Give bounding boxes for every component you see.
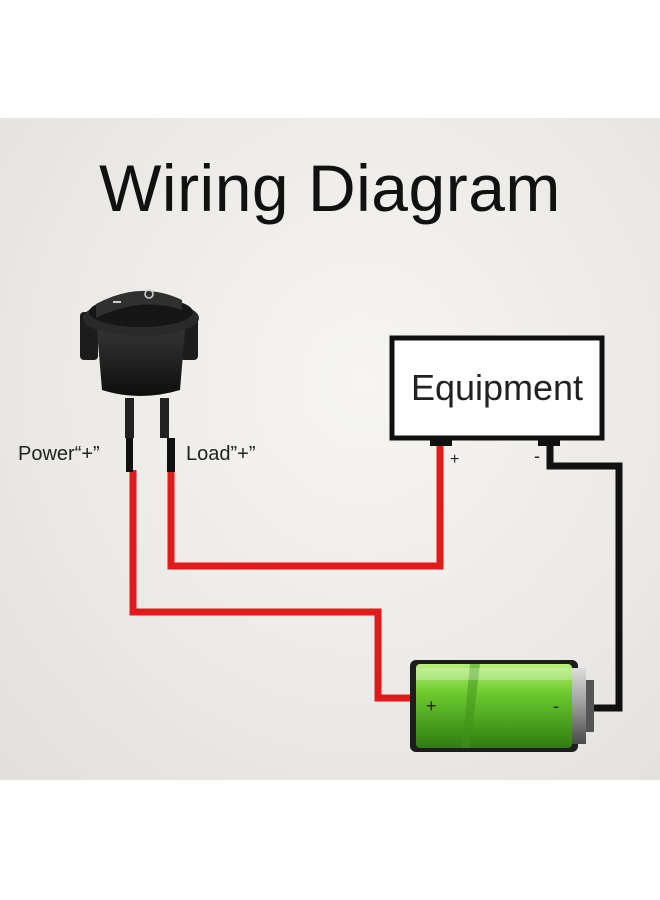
battery-plus-terminal: + (426, 696, 437, 716)
equipment-plus-terminal: + (450, 451, 459, 468)
power-label: Power“+” (18, 443, 100, 465)
power-wire (129, 470, 414, 702)
negative-wire (546, 446, 623, 712)
battery-icon: + - (410, 660, 594, 752)
equipment-box: Equipment (389, 335, 605, 446)
equipment-minus-terminal: - (534, 446, 540, 466)
page-title: Wiring Diagram (99, 151, 561, 225)
battery-minus-terminal: - (553, 696, 559, 716)
load-label: Load”+” (186, 443, 256, 465)
load-wire (167, 446, 444, 570)
rocker-switch-icon[interactable] (80, 289, 199, 472)
equipment-label: Equipment (411, 367, 583, 408)
